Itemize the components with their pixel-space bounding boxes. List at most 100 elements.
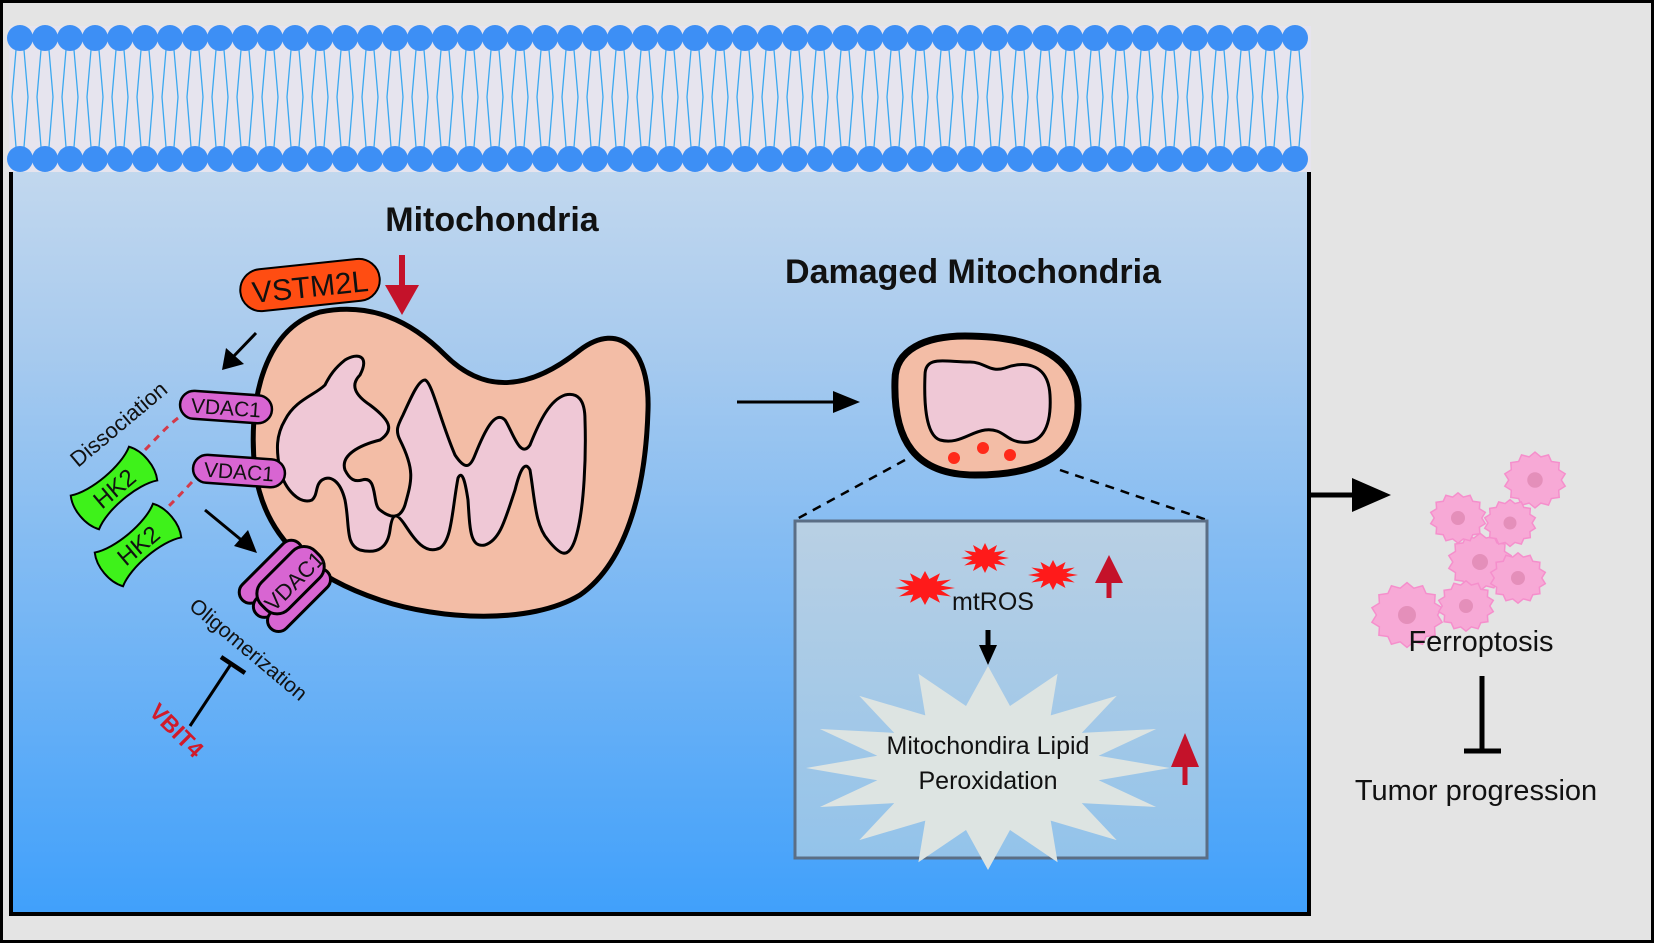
mtros-bursts	[895, 543, 1078, 605]
ros-burst-icon	[895, 571, 955, 605]
lipid-head	[1157, 146, 1183, 172]
lipid-head	[982, 25, 1008, 51]
lipid-tail	[1061, 49, 1079, 148]
lipid-head	[607, 25, 633, 51]
lipid-head	[807, 25, 833, 51]
lipid-head	[7, 146, 33, 172]
lipid-tail	[1161, 49, 1179, 148]
lipid-head	[382, 146, 408, 172]
lipid-head	[532, 146, 558, 172]
lipid-peroxidation-starburst	[806, 666, 1170, 870]
lipid-head	[132, 146, 158, 172]
lipid-head	[732, 146, 758, 172]
lipid-tail	[811, 49, 829, 148]
lipid-head	[282, 25, 308, 51]
dissociation-line-a	[141, 416, 179, 454]
lipid-head	[107, 146, 133, 172]
lipid-tail	[1036, 49, 1054, 148]
lipid-head	[957, 146, 983, 172]
lipid-head	[632, 146, 658, 172]
lipid-tail	[661, 49, 679, 148]
lipid-head	[32, 146, 58, 172]
lipid-head	[657, 146, 683, 172]
lipid-head	[232, 146, 258, 172]
lipid-head	[7, 25, 33, 51]
lipid-head	[307, 25, 333, 51]
lipid-head	[57, 25, 83, 51]
lipid-head	[1032, 146, 1058, 172]
cell-nucleus	[1472, 554, 1488, 570]
lipid-head	[1007, 146, 1033, 172]
lipid-up-arrow-icon	[1171, 733, 1199, 785]
cell-nucleus	[1527, 472, 1543, 488]
lipid-head	[832, 25, 858, 51]
lipid-head	[32, 25, 58, 51]
ros-to-lipid-arrow-icon	[979, 630, 997, 665]
lipid-tail	[436, 49, 454, 148]
lipid-head	[232, 25, 258, 51]
lipid-head	[682, 25, 708, 51]
arrow-to-ferroptosis-icon	[1311, 478, 1391, 512]
lipid-tail	[1286, 49, 1304, 148]
lipid-tail	[261, 49, 279, 148]
cell-nucleus	[1503, 516, 1517, 530]
lipid-tail	[111, 49, 129, 148]
mitochondrion-cristae	[275, 354, 587, 555]
lipid-head	[182, 25, 208, 51]
lipid-tail	[736, 49, 754, 148]
lipid-head	[932, 146, 958, 172]
lipid-head	[1082, 146, 1108, 172]
lipid-tail	[911, 49, 929, 148]
lipid-tail	[1111, 49, 1129, 148]
lipid-head	[682, 146, 708, 172]
lipid-head	[407, 146, 433, 172]
lipid-tail	[1086, 49, 1104, 148]
lipid-tail	[511, 49, 529, 148]
arrow-to-damaged-icon	[737, 391, 860, 413]
damaged-mitochondrion-inner	[923, 359, 1052, 444]
lipid-tail	[536, 49, 554, 148]
lipid-head	[207, 146, 233, 172]
lipid-tail	[711, 49, 729, 148]
lipid-head	[582, 146, 608, 172]
dissociation-line-b	[161, 480, 194, 514]
ferroptotic-cells	[1370, 451, 1567, 649]
lipid-head	[357, 25, 383, 51]
lipid-head	[357, 146, 383, 172]
lipid-head	[782, 25, 808, 51]
lipid-head	[882, 146, 908, 172]
lipid-head	[707, 146, 733, 172]
lipid-head	[482, 25, 508, 51]
lipid-tail	[161, 49, 179, 148]
lipid-head	[707, 25, 733, 51]
arrow-to-vdac1-icon	[222, 331, 258, 370]
lipid-head	[907, 146, 933, 172]
ros-burst-icon	[1028, 560, 1078, 590]
lipid-tail	[461, 49, 479, 148]
lipid-tail	[986, 49, 1004, 148]
lipid-tail	[386, 49, 404, 148]
lipid-tail	[36, 49, 54, 148]
lipid-head	[107, 25, 133, 51]
lipid-tail	[836, 49, 854, 148]
lipid-tail	[861, 49, 879, 148]
lipid-tail	[86, 49, 104, 148]
lipid-tail	[686, 49, 704, 148]
lipid-tail	[1236, 49, 1254, 148]
lipid-bilayer	[7, 25, 1308, 172]
lipid-head	[1132, 146, 1158, 172]
lipid-tail	[411, 49, 429, 148]
lipid-head	[257, 25, 283, 51]
lipid-tail	[786, 49, 804, 148]
lipid-head	[1207, 146, 1233, 172]
vstm2l-protein: VSTM2L	[239, 257, 381, 313]
lipid-head	[307, 146, 333, 172]
lipid-head	[382, 25, 408, 51]
lipid-tail	[136, 49, 154, 148]
lipid-tail	[486, 49, 504, 148]
lipid-head	[607, 146, 633, 172]
lipid-head	[857, 25, 883, 51]
lipid-tail	[961, 49, 979, 148]
lipid-head	[782, 146, 808, 172]
